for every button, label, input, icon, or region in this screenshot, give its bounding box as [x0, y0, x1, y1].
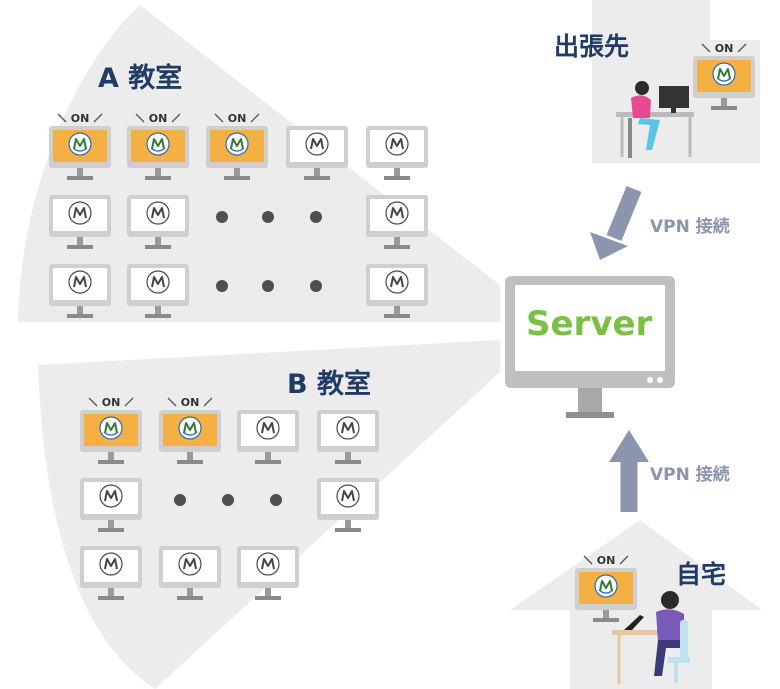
- room-a-dots-2: [216, 280, 322, 292]
- room-a-pc-0-2-on-label: ON: [228, 112, 247, 125]
- vpn-arrow-top: [590, 185, 642, 260]
- room-b-dots-1: [174, 494, 282, 506]
- room-b-pc-1-0: [80, 478, 142, 532]
- vpn-label-bottom: VPN 接続: [650, 465, 730, 485]
- room-a-pc-1-1: [127, 195, 189, 249]
- vpn-label-top: VPN 接続: [650, 217, 730, 237]
- room-a-pc-0-2: ON: [206, 112, 268, 180]
- room-b-pc-0-1-on-label: ON: [181, 396, 200, 409]
- room-a-dots-1: [216, 211, 322, 223]
- home-pc: ON: [575, 554, 637, 622]
- room-a-pc-1-0: [49, 195, 111, 249]
- room-b-pc-0-3: [317, 410, 379, 464]
- home-pc-on-label: ON: [597, 554, 616, 567]
- room-b-pc-0-2: [237, 410, 299, 464]
- room-b-pc-2-1: [159, 546, 221, 600]
- room-a-pc-0-1: ON: [127, 112, 189, 180]
- business-trip-pc: ON: [693, 42, 755, 110]
- business-trip-pc-on-label: ON: [715, 42, 734, 55]
- business-trip-worker: [616, 81, 694, 158]
- room-a-pc-2-0: [49, 264, 111, 318]
- room-b-title: B 教室: [287, 369, 371, 400]
- room-a-pc-2-4: [366, 264, 428, 318]
- room-a-pc-2-1: [127, 264, 189, 318]
- server-monitor: [505, 276, 675, 418]
- home-title: 自宅: [676, 560, 727, 589]
- room-b-pc-0-0: ON: [80, 396, 142, 464]
- room-b-pc-0-0-on-label: ON: [102, 396, 121, 409]
- room-b-area: [38, 340, 500, 689]
- room-a-pc-1-4: [366, 195, 428, 249]
- room-b-pc-1-3: [317, 478, 379, 532]
- room-a-pc-0-4: [366, 126, 428, 180]
- room-a-pc-0-0-on-label: ON: [71, 112, 90, 125]
- room-b-pc-0-1: ON: [159, 396, 221, 464]
- home-worker: [612, 591, 690, 684]
- room-a-pc-0-1-on-label: ON: [149, 112, 168, 125]
- room-a-title: A 教室: [98, 63, 183, 94]
- vpn-arrow-bottom: [609, 430, 649, 512]
- room-a-pc-0-3: [286, 126, 348, 180]
- room-a-pc-0-0: ON: [49, 112, 111, 180]
- room-b-pc-2-0: [80, 546, 142, 600]
- room-b-pc-2-2: [237, 546, 299, 600]
- business-trip-building: [592, 0, 760, 163]
- server-label: Server: [526, 304, 653, 344]
- business-trip-title: 出張先: [554, 32, 630, 61]
